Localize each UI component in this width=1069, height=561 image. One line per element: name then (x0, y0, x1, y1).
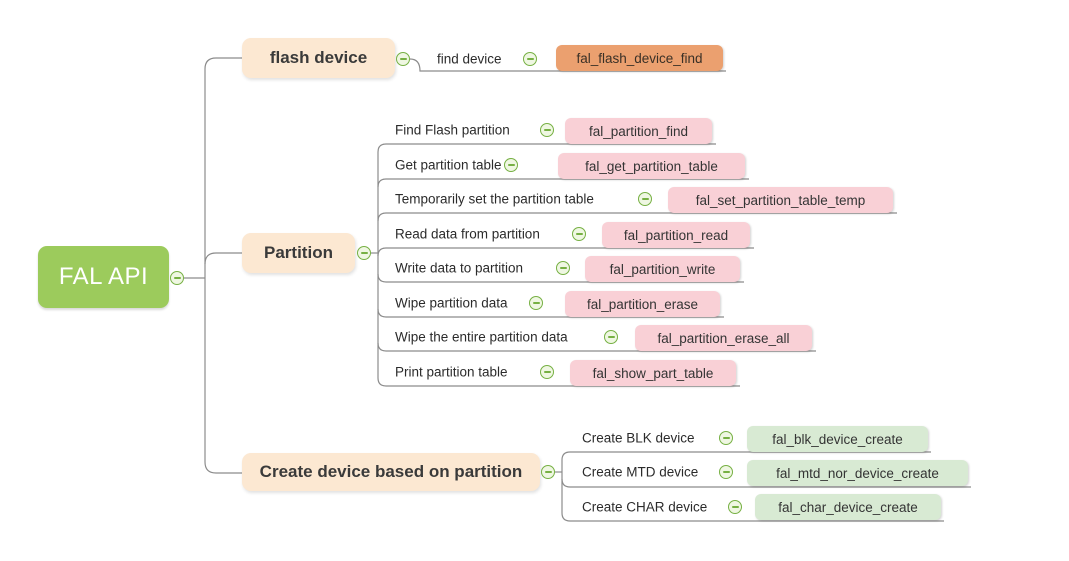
collapse-icon[interactable] (638, 192, 652, 206)
collapse-icon[interactable] (540, 365, 554, 379)
root-node-fal-api[interactable]: FAL API (38, 246, 169, 308)
collapse-icon[interactable] (357, 246, 371, 260)
func-node-fal-set-partition-table-temp[interactable]: fal_set_partition_table_temp (668, 187, 893, 213)
collapse-icon[interactable] (396, 52, 410, 66)
func-node-fal-char-device-create[interactable]: fal_char_device_create (755, 494, 941, 520)
branch-node-flash-device[interactable]: flash device (242, 38, 395, 78)
func-node-fal-get-partition-table[interactable]: fal_get_partition_table (558, 153, 745, 179)
func-node-fal-flash-device-find[interactable]: fal_flash_device_find (556, 45, 723, 71)
topic-find-device[interactable]: find device (437, 51, 502, 67)
topic-find-flash-partition[interactable]: Find Flash partition (395, 122, 510, 138)
collapse-icon[interactable] (604, 330, 618, 344)
collapse-icon[interactable] (719, 465, 733, 479)
func-node-fal-partition-erase-all[interactable]: fal_partition_erase_all (635, 325, 812, 351)
topic-create-blk-device[interactable]: Create BLK device (582, 430, 695, 446)
collapse-icon[interactable] (541, 465, 555, 479)
func-node-fal-show-part-table[interactable]: fal_show_part_table (570, 360, 736, 386)
collapse-icon[interactable] (170, 271, 184, 285)
branch-node-create-device[interactable]: Create device based on partition (242, 453, 540, 491)
collapse-icon[interactable] (572, 227, 586, 241)
topic-wipe-entire-partition-data[interactable]: Wipe the entire partition data (395, 329, 568, 345)
collapse-icon[interactable] (540, 123, 554, 137)
collapse-icon[interactable] (523, 52, 537, 66)
func-node-fal-mtd-nor-device-create[interactable]: fal_mtd_nor_device_create (747, 460, 968, 486)
topic-temporarily-set-partition-table[interactable]: Temporarily set the partition table (395, 191, 594, 207)
collapse-icon[interactable] (719, 431, 733, 445)
topic-wipe-partition-data[interactable]: Wipe partition data (395, 295, 508, 311)
topic-get-partition-table[interactable]: Get partition table (395, 157, 502, 173)
func-node-fal-blk-device-create[interactable]: fal_blk_device_create (747, 426, 928, 452)
func-node-fal-partition-read[interactable]: fal_partition_read (602, 222, 750, 248)
collapse-icon[interactable] (728, 500, 742, 514)
topic-write-data-to-partition[interactable]: Write data to partition (395, 260, 524, 276)
collapse-icon[interactable] (556, 261, 570, 275)
topic-print-partition-table[interactable]: Print partition table (395, 364, 508, 380)
func-node-fal-partition-write[interactable]: fal_partition_write (585, 256, 740, 282)
func-node-fal-partition-find[interactable]: fal_partition_find (565, 118, 712, 144)
topic-create-char-device[interactable]: Create CHAR device (582, 499, 708, 515)
collapse-icon[interactable] (504, 158, 518, 172)
topic-create-mtd-device[interactable]: Create MTD device (582, 464, 699, 480)
func-node-fal-partition-erase[interactable]: fal_partition_erase (565, 291, 720, 317)
collapse-icon[interactable] (529, 296, 543, 310)
branch-node-partition[interactable]: Partition (242, 233, 355, 273)
topic-read-data-from-partition[interactable]: Read data from partition (395, 226, 540, 242)
